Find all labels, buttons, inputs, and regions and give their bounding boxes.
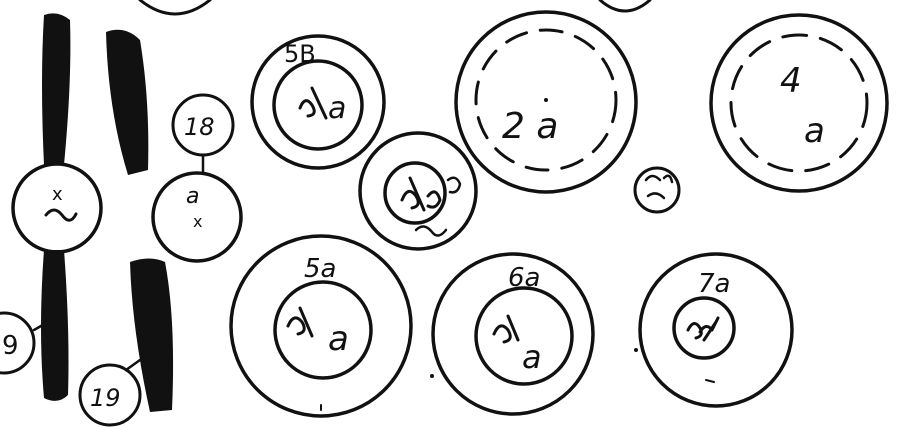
left-circle-squiggle — [46, 210, 76, 220]
circle-4a-letter: a — [804, 111, 825, 151]
black-bar-middle-top — [106, 30, 148, 175]
circle-5B-inner — [274, 61, 362, 149]
circle-5a-label: 5a — [304, 254, 336, 284]
circle-5B-inner-a: a — [328, 91, 346, 126]
circle-6b-outer — [360, 133, 476, 249]
circle-5B-label: 5B — [284, 40, 316, 68]
dot-right-middle — [634, 348, 638, 352]
circle-6a-inner-a: a — [522, 338, 542, 376]
dot-2a-center — [544, 98, 548, 102]
circle-5a-inner — [275, 282, 371, 378]
black-bar-left-bottom — [41, 250, 69, 401]
circle-4a-number: 4 — [780, 61, 802, 101]
circle-5a-inner-a: a — [328, 319, 349, 359]
circle-4a-outer — [711, 15, 887, 191]
circle-5a-symbol — [288, 308, 312, 336]
circle-small-scribble-marks — [646, 176, 672, 198]
circle-19-label: 19 — [90, 384, 121, 412]
circle-4a-dashed-inner — [731, 35, 867, 171]
circle-a-small-mark: x — [193, 212, 202, 231]
circle-2a-label: 2 a — [502, 106, 558, 147]
dot-bottom-middle — [430, 374, 434, 378]
circle-7a-symbol — [688, 318, 718, 340]
black-bar-left-top — [42, 13, 70, 165]
circle-6b-symbol — [402, 178, 440, 210]
circle-6a-symbol — [494, 316, 518, 342]
circle-19-connector — [126, 360, 140, 370]
left-circle-mark: x — [52, 184, 63, 205]
circle-small-scribble — [635, 168, 679, 212]
circle-5B-inner-symbol — [300, 88, 326, 118]
left-circle-on-bar — [13, 164, 101, 252]
top-partial-arc-left — [140, 0, 210, 14]
black-bar-middle-bottom — [130, 259, 173, 413]
left-edge-number: 9 — [2, 331, 19, 361]
circle-6a-label: 6a — [508, 263, 540, 293]
circle-7a-tick — [706, 380, 714, 382]
circle-a-small-label: a — [186, 184, 199, 209]
top-partial-arc-right — [600, 0, 650, 11]
circle-7a-label: 7a — [698, 269, 730, 299]
circle-18-label: 18 — [184, 113, 215, 141]
